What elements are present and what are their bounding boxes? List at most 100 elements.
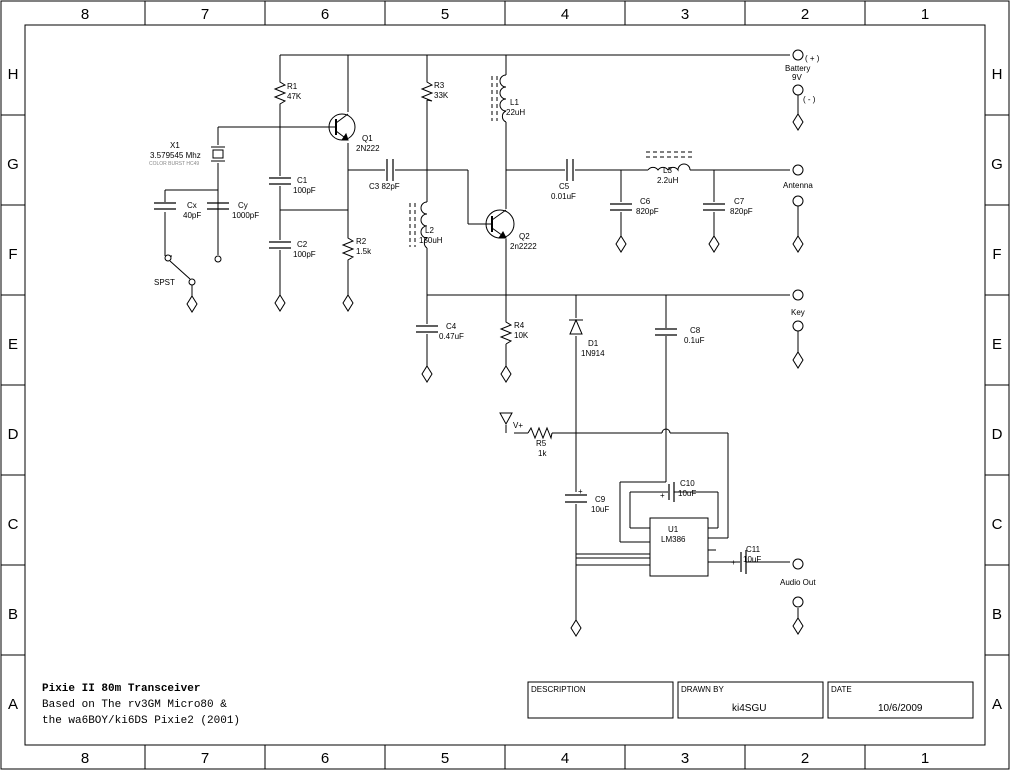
row-label: E [8,336,18,353]
r5-value: 1k [538,449,547,458]
cy-ref: Cy [238,201,248,210]
battery-label: Battery [785,64,810,73]
c9-plus: + [578,487,583,496]
col-label: 3 [681,6,689,23]
date-label: DATE [831,685,852,694]
l3-value: 2.2uH [657,176,679,185]
c8-ref: C8 [690,326,701,335]
row-label: G [7,156,19,173]
vplus-label: V+ [513,421,523,430]
col-label: 2 [801,750,809,767]
col-label: 4 [561,750,569,767]
date-value: 10/6/2009 [878,703,923,714]
inductor-l1 [491,72,507,123]
c7-ref: C7 [734,197,745,206]
key-label: Key [791,308,805,317]
l2-value: 150uH [419,236,443,245]
drawn-by-label: DRAWN BY [681,685,724,694]
drawing-title: Pixie II 80m Transceiver [42,683,200,695]
resistor-r5 [527,426,553,440]
drawing-subtitle-1: Based on The rv3GM Micro80 & [42,699,227,711]
col-label: 3 [681,750,689,767]
l2-ref: L2 [425,226,434,235]
capacitor-c8 [655,328,677,336]
capacitor-c2 [269,241,291,249]
row-label: H [8,66,19,83]
ic-u1 [646,517,712,577]
key-terminal [792,289,804,332]
vplus-source [499,412,513,426]
row-label: E [992,336,1002,353]
row-label: A [992,696,1002,713]
row-label: F [992,246,1001,263]
c4-ref: C4 [446,322,457,331]
l1-value: 22uH [506,108,525,117]
crystal-x1 [211,146,225,162]
wires [164,54,799,620]
row-label: C [992,516,1003,533]
col-label: 4 [561,6,569,23]
col-label: 1 [921,750,929,767]
c1-ref: C1 [297,176,308,185]
resistor-r3 [420,78,434,102]
q2-value: 2n2222 [510,242,537,251]
c7-value: 820pF [730,207,753,216]
inductor-l3 [646,151,692,172]
inner-frame [24,24,986,746]
q2-ref: Q2 [519,232,530,241]
capacitor-c10 [668,482,675,502]
col-label: 7 [201,6,209,23]
c11-plus: + [731,558,736,567]
c9-ref: C9 [595,495,606,504]
row-labels-right: H G F E D C B A [991,66,1003,713]
r2-ref: R2 [356,237,367,246]
transistor-q1 [328,113,356,141]
cy-value: 1000pF [232,211,259,220]
c9-value: 10uF [591,505,609,514]
q1-ref: Q1 [362,134,373,143]
c8-value: 0.1uF [684,336,705,345]
d1-value: 1N914 [581,349,605,358]
antenna-terminal [792,164,804,207]
cx-ref: Cx [187,201,197,210]
r4-ref: R4 [514,321,525,330]
x1-note: COLOR BURST HC49 [149,161,199,167]
col-label: 5 [441,6,449,23]
antenna-label: Antenna [783,181,813,190]
x1-value: 3.579545 Mhz [150,151,201,160]
c10-value: 10uF [678,489,696,498]
capacitor-c6 [610,203,632,211]
capacitor-c4 [416,325,438,333]
row-label: B [992,606,1002,623]
r5-ref: R5 [536,439,547,448]
capacitor-c3 [386,159,394,181]
spst-label: SPST [154,278,175,287]
column-ticks [144,1,866,769]
inductor-l2 [409,201,429,249]
col-label: 7 [201,750,209,767]
q1-value: 2N222 [356,144,380,153]
capacitor-c9 [565,494,587,503]
row-label: D [8,426,19,443]
capacitor-c1 [269,177,291,185]
c2-value: 100pF [293,250,316,259]
r4-value: 10K [514,331,529,340]
c5-value: 0.01uF [551,192,576,201]
battery-minus-label: ( - ) [803,95,816,104]
audio-out-label: Audio Out [780,578,816,587]
c1-value: 100pF [293,186,316,195]
column-labels-top: 8 7 6 5 4 3 2 1 [81,6,929,23]
info-boxes [527,681,974,719]
c10-ref: C10 [680,479,695,488]
c5-ref: C5 [559,182,570,191]
d1-ref: D1 [588,339,599,348]
capacitor-c11 [740,550,747,574]
u1-value: LM386 [661,535,686,544]
resistor-r2 [341,234,355,262]
row-labels-left: H G F E D C B A [7,66,19,713]
col-label: 6 [321,750,329,767]
r3-ref: R3 [434,81,445,90]
col-label: 6 [321,6,329,23]
row-label: D [992,426,1003,443]
